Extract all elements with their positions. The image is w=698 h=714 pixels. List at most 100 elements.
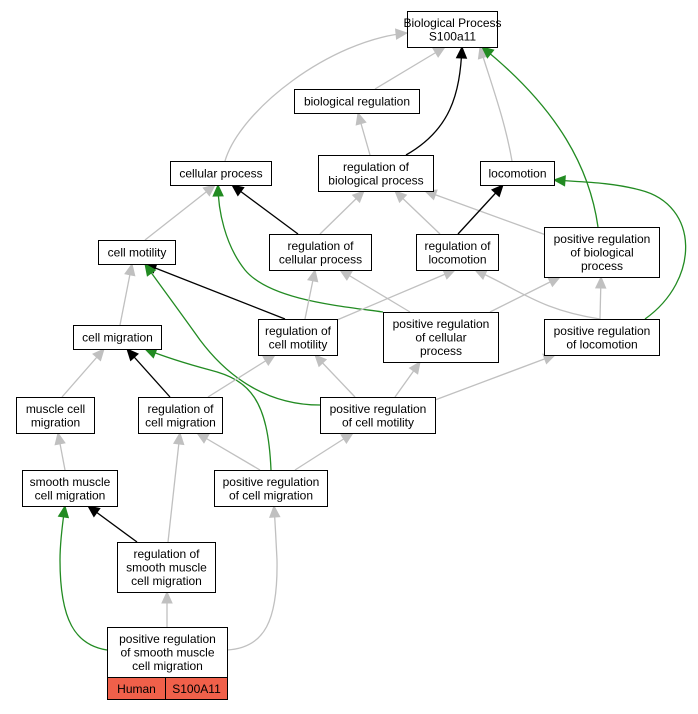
edge-is-a (434, 353, 557, 401)
term-node-cell-migration[interactable]: cell migration (73, 325, 162, 350)
term-box (138, 397, 223, 434)
term-label-line: positive regulation (554, 324, 651, 338)
term-label-line: cell motility (108, 246, 167, 260)
edge-arrowhead (408, 361, 421, 375)
term-box (480, 161, 555, 186)
edge-line (231, 184, 299, 235)
term-box (294, 89, 420, 114)
edge-arrowhead (54, 431, 66, 446)
term-box (117, 542, 216, 593)
edge-line (374, 46, 446, 90)
edge-is-a (304, 268, 319, 320)
term-label-line: process (581, 259, 623, 273)
edge-arrowhead (124, 262, 136, 277)
term-label-line: regulation of (287, 239, 354, 253)
edge-arrowhead (490, 184, 504, 198)
edge-is-a (226, 504, 281, 651)
edge-is-a (161, 590, 173, 627)
edge-line (481, 46, 599, 228)
edge-line (474, 269, 601, 320)
edge-is-a (224, 28, 409, 162)
term-box (544, 319, 660, 356)
term-label-line: regulation of (424, 239, 491, 253)
edge-arrowhead (552, 175, 566, 187)
term-label-line: cell migration (82, 331, 153, 345)
edge-line (207, 354, 276, 398)
edge-is-a (195, 432, 261, 471)
term-node-cell-proc[interactable]: cellular process (170, 161, 272, 186)
term-label-line: locomotion (428, 252, 486, 266)
edge-line (196, 432, 261, 471)
term-box (407, 11, 498, 48)
term-box (258, 319, 338, 356)
term-label-line: S100a11 (429, 29, 476, 43)
term-box (383, 312, 499, 363)
edge-arrowhead (57, 504, 70, 519)
edge-positively-regulates (552, 175, 687, 320)
term-label-line: positive regulation (330, 402, 427, 416)
edge-arrowhead (314, 354, 328, 368)
edge-is-a (477, 45, 513, 162)
term-box (320, 397, 436, 434)
edge-line (144, 263, 286, 320)
term-label-line: regulation of (265, 324, 332, 338)
edge-is-a (338, 269, 411, 313)
edge-line (339, 269, 411, 313)
edge-line (405, 46, 463, 156)
term-box (318, 155, 434, 192)
term-box (22, 470, 118, 507)
term-label-line: positive regulation (393, 317, 490, 331)
edge-line (59, 505, 108, 651)
term-label-line: smooth muscle (126, 561, 207, 575)
term-label-line: cell motility (269, 337, 328, 351)
edge-arrowhead (442, 269, 457, 280)
edge-line (553, 179, 687, 320)
edge-regulates (143, 262, 286, 320)
edge-is-a (314, 354, 356, 398)
term-label-line: cell migration (132, 659, 203, 673)
edge-arrowhead (126, 348, 139, 362)
term-node-bio-reg[interactable]: biological regulation (294, 89, 420, 114)
edge-positively-regulates (144, 263, 321, 406)
term-label-line: regulation of (343, 160, 410, 174)
edge-line (144, 184, 216, 241)
term-box (214, 470, 328, 507)
term-label-line: process (420, 344, 462, 358)
term-label-line: cell migration (145, 415, 216, 429)
term-box (98, 240, 176, 265)
term-label-line: of cell motility (342, 415, 414, 429)
edge-arrowhead (594, 275, 607, 289)
term-box (170, 161, 272, 186)
term-node-cell-motility[interactable]: cell motility (98, 240, 176, 265)
term-label-line: regulation of (133, 547, 200, 561)
species-label: Human (117, 682, 156, 696)
term-box (16, 397, 95, 434)
term-node-locomotion[interactable]: locomotion (480, 161, 555, 186)
term-label-line: of cell migration (229, 488, 313, 502)
edge-arrowhead (172, 431, 185, 446)
edge-positively-regulates (481, 46, 599, 228)
edge-arrowhead (473, 269, 488, 280)
edge-arrowhead (355, 111, 367, 126)
term-box (544, 227, 660, 278)
term-label-line: of cellular (415, 331, 466, 345)
edge-is-a (167, 431, 185, 543)
